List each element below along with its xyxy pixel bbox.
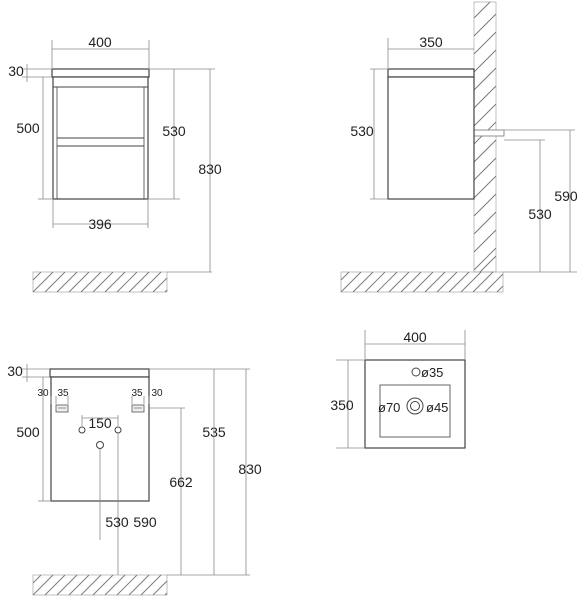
side-wall-hatch bbox=[473, 1, 497, 273]
sink-top-view: 400 350 ø35 ø70 ø45 bbox=[330, 329, 466, 449]
sink-tap-hole bbox=[411, 367, 421, 377]
back-view: 30 30 35 35 30 500 150 535 662 830 bbox=[7, 363, 262, 596]
back-pipe-hole-left bbox=[78, 426, 86, 434]
back-bracket-left-width-label: 35 bbox=[57, 388, 69, 399]
back-pipe-hole-right bbox=[114, 426, 122, 434]
back-hole-spacing-label: 150 bbox=[88, 415, 112, 431]
front-view: 400 30 500 530 830 396 bbox=[8, 34, 222, 293]
back-drain-hole bbox=[96, 441, 104, 449]
front-cabinet-height-label: 500 bbox=[16, 120, 40, 136]
front-floor-hatch bbox=[32, 271, 212, 293]
front-width-top-label: 400 bbox=[88, 34, 112, 50]
front-side-height-label: 530 bbox=[162, 123, 186, 139]
front-top-thickness-label: 30 bbox=[8, 63, 24, 79]
front-countertop bbox=[51, 68, 150, 78]
side-floor-hatch bbox=[340, 271, 577, 293]
back-countertop bbox=[49, 368, 150, 378]
sink-drain-hole bbox=[410, 401, 420, 411]
side-countertop bbox=[387, 68, 475, 78]
back-top-thickness-label: 30 bbox=[7, 363, 23, 379]
back-bracket-right-width-label: 35 bbox=[131, 388, 143, 399]
back-bracket-left bbox=[55, 404, 69, 413]
back-drain-height-label: 662 bbox=[169, 474, 193, 490]
back-bracket-right-offset-label: 30 bbox=[151, 388, 163, 399]
side-depth-label: 350 bbox=[419, 34, 443, 50]
sink-depth-label: 350 bbox=[330, 397, 354, 413]
back-bracket-right bbox=[131, 404, 145, 413]
side-drain-pipe bbox=[473, 129, 505, 137]
back-cabinet-height-label: 500 bbox=[16, 424, 40, 440]
sink-bowl-diameter-label: ø70 bbox=[378, 400, 400, 415]
sink-width-label: 400 bbox=[403, 329, 427, 345]
front-width-bottom-label: 396 bbox=[88, 216, 112, 232]
side-mount-height-label: 530 bbox=[528, 206, 552, 222]
front-total-height-label: 830 bbox=[198, 161, 222, 177]
back-total-height-label: 830 bbox=[238, 461, 262, 477]
sink-drain-hole-label: ø45 bbox=[426, 400, 448, 415]
side-view: 350 530 530 590 bbox=[340, 1, 578, 293]
back-pipe-right-height-label: 590 bbox=[133, 514, 157, 530]
side-body-height-label: 530 bbox=[350, 123, 374, 139]
side-pipe-height-label: 590 bbox=[554, 188, 578, 204]
back-floor-hatch bbox=[32, 574, 250, 596]
back-pipe-left-height-label: 530 bbox=[105, 514, 129, 530]
sink-tap-hole-label: ø35 bbox=[421, 365, 443, 380]
side-cabinet-body bbox=[387, 76, 475, 200]
